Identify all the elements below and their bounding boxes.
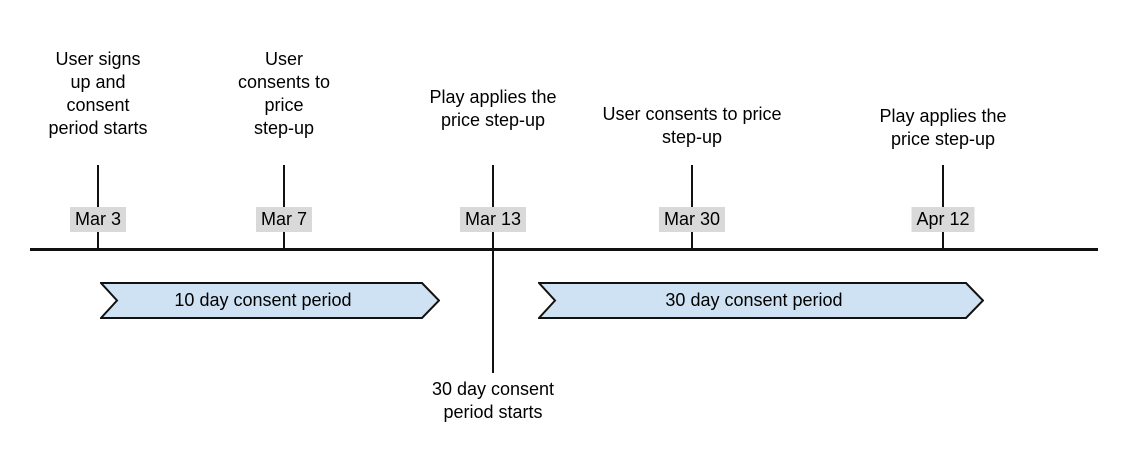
consent-period-banner-10-day: 10 day consent period — [100, 281, 440, 320]
ribbon-arrow-shape — [100, 282, 440, 319]
consent-period-banner-label: 30 day consent period — [665, 290, 843, 310]
event-date-apr-12: Apr 12 — [911, 207, 975, 232]
event-tick-mar-13 — [492, 165, 494, 373]
consent-period-banner-label: 10 day consent period — [174, 290, 352, 310]
event-date-mar-30: Mar 30 — [658, 207, 726, 232]
ribbon-arrow-shape — [538, 282, 984, 319]
timeline-axis — [30, 248, 1098, 251]
event-label-mar-3: User signs up and consent period starts — [48, 49, 148, 138]
consent-period-banner-30-day: 30 day consent period — [538, 281, 984, 320]
event-below-note-mar-13: 30 day consent period starts — [431, 379, 555, 422]
event-label-mar-30: User consents to price step-up — [602, 104, 782, 147]
event-date-mar-13: Mar 13 — [459, 207, 527, 232]
event-label-mar-7: User consents to price step-up — [237, 49, 331, 138]
event-date-mar-7: Mar 7 — [255, 207, 313, 232]
event-date-mar-3: Mar 3 — [69, 207, 127, 232]
event-label-apr-12: Play applies the price step-up — [879, 106, 1007, 149]
event-label-mar-13: Play applies the price step-up — [429, 87, 557, 130]
